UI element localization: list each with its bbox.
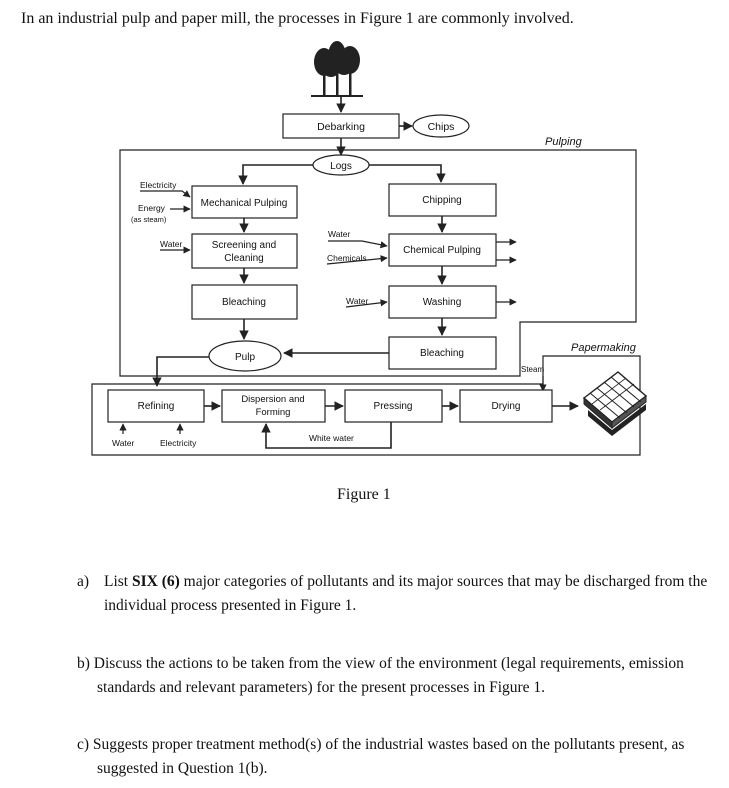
chemicals-label: Chemicals xyxy=(327,253,367,263)
process-flow-diagram: Pulping Papermaking Debarking Chips Logs… xyxy=(91,41,648,456)
water-washing-label: Water xyxy=(346,296,369,306)
water-refining-label: Water xyxy=(112,438,135,448)
debarking-label: Debarking xyxy=(317,121,365,133)
electricity-refining-label: Electricity xyxy=(160,438,197,448)
question-a-bold: SIX (6) xyxy=(132,573,180,590)
figure-caption: Figure 1 xyxy=(337,486,391,503)
dispersion-label-2: Forming xyxy=(256,407,291,418)
dispersion-label-1: Dispersion and xyxy=(241,394,304,405)
pulp-ellipse xyxy=(208,340,282,372)
pulp-label: Pulp xyxy=(235,352,255,363)
question-b-label: b) xyxy=(77,655,90,672)
question-a-text: List SIX (6) major categories of polluta… xyxy=(104,573,708,614)
chipping-label: Chipping xyxy=(422,195,461,206)
screening-box xyxy=(191,233,298,269)
drying-box xyxy=(459,389,553,423)
washing-box xyxy=(388,285,497,319)
white-water-label: White water xyxy=(309,433,354,443)
chips-label: Chips xyxy=(428,121,455,133)
refining-box xyxy=(107,389,205,423)
pulping-label: Pulping xyxy=(545,136,583,148)
mechanical-pulping-label: Mechanical Pulping xyxy=(201,198,288,209)
trees-icon xyxy=(311,41,363,97)
steam-label: Steam xyxy=(521,365,544,374)
pressing-label: Pressing xyxy=(374,401,413,412)
as-steam-label: (as steam) xyxy=(131,215,167,224)
water-screening-label: Water xyxy=(160,239,183,249)
logs-label: Logs xyxy=(330,161,352,172)
dispersion-box xyxy=(221,389,326,423)
bleaching-left-box xyxy=(191,284,298,320)
drying-label: Drying xyxy=(492,401,521,412)
washing-label: Washing xyxy=(423,297,462,308)
pulping-boundary xyxy=(119,149,637,377)
question-c-label: c) xyxy=(77,736,90,753)
energy-input-label: Energy xyxy=(138,203,166,213)
papermaking-label: Papermaking xyxy=(571,342,637,354)
screening-label-2: Cleaning xyxy=(224,253,263,264)
water-chemical-label: Water xyxy=(328,229,351,239)
intro-text: In an industrial pulp and paper mill, th… xyxy=(21,10,574,27)
electricity-input-label: Electricity xyxy=(140,180,177,190)
bleaching-left-label: Bleaching xyxy=(222,297,266,308)
question-b: b) Discuss the actions to be taken from … xyxy=(77,652,722,700)
paper-stack-icon xyxy=(582,371,648,436)
question-c: c) Suggests proper treatment method(s) o… xyxy=(77,733,722,781)
question-b-text: b) Discuss the actions to be taken from … xyxy=(77,655,684,696)
bleaching-right-label: Bleaching xyxy=(420,348,464,359)
screening-label-1: Screening and xyxy=(212,240,277,251)
question-c-text: c) Suggests proper treatment method(s) o… xyxy=(77,736,685,777)
chips-ellipse xyxy=(412,114,470,138)
question-a-label: a) xyxy=(77,573,90,590)
pressing-box xyxy=(344,389,443,423)
chemical-pulping-label: Chemical Pulping xyxy=(403,245,481,256)
refining-label: Refining xyxy=(138,401,175,412)
question-a: a) List SIX (6) major categories of poll… xyxy=(77,570,722,618)
